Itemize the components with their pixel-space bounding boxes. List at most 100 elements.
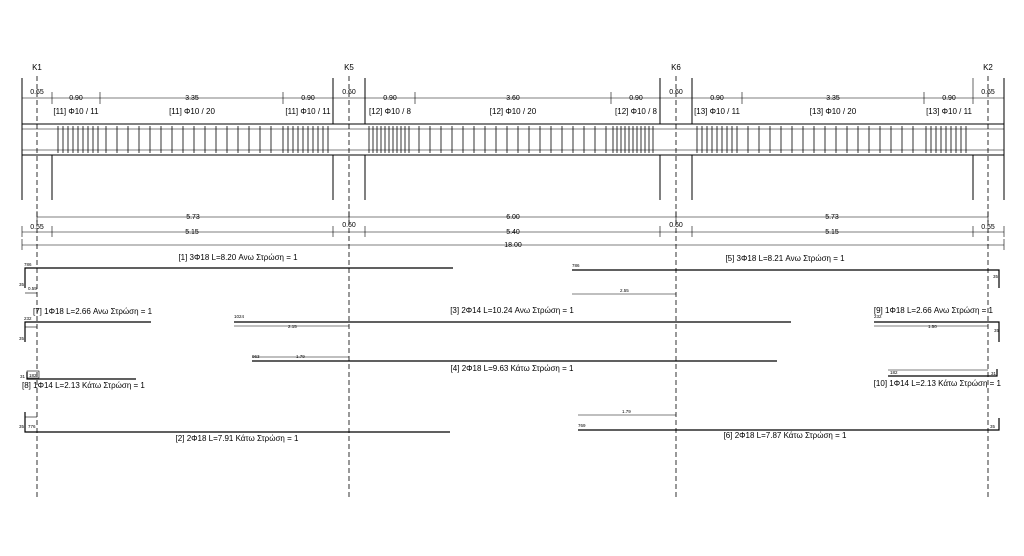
bar-8: 31 182 [8] 1Φ14 L=2.13 Κάτω Στρώση = 1 — [20, 370, 145, 390]
span3-left-zone: 0.90 — [710, 95, 724, 102]
bar-1: 786 35 0.55 [1] 3Φ18 L=8.20 Ανω Στρώση =… — [19, 253, 453, 294]
bar-label: [4] 2Φ18 L=9.63 Κάτω Στρώση = 1 — [451, 364, 574, 373]
bar-4: 963 1.79 [4] 2Φ18 L=9.63 Κάτω Στρώση = 1 — [252, 354, 777, 373]
bar-mark: 769 — [578, 423, 586, 428]
stirrup-label: [11] Φ10 / 20 — [169, 107, 215, 116]
bar-mark: 35 — [993, 274, 999, 279]
bar-schedule: 786 35 0.55 [1] 3Φ18 L=8.20 Ανω Στρώση =… — [19, 253, 1002, 443]
column-label-k6: K6 — [671, 63, 681, 72]
bar-mark: 1024 — [234, 314, 245, 319]
bar-3: 1024 2.15 [3] 2Φ14 L=10.24 Ανω Στρώση = … — [234, 306, 791, 329]
bar-mark: 786 — [572, 263, 580, 268]
bar-mark: 776 — [28, 424, 36, 429]
span1-middle-zone: 3.35 — [185, 95, 199, 102]
column-label-k2: K2 — [983, 63, 993, 72]
bar-shape — [874, 321, 1000, 342]
bar-shape — [24, 412, 450, 433]
stirrup-label: [13] Φ10 / 11 — [926, 107, 972, 116]
bar-10: 182 31 [10] 1Φ14 L=2.13 Κάτω Στρώση = 1 — [874, 369, 1002, 388]
column-label-k5: K5 — [344, 63, 354, 72]
bar-mark: 963 — [252, 354, 260, 359]
bar-label: [9] 1Φ18 L=2.66 Ανω Στρώση = 1 — [874, 306, 994, 315]
column-k5 — [332, 78, 366, 200]
bar-mark: 182 — [890, 370, 898, 375]
support-width-k5: 0.60 — [342, 89, 356, 96]
clear-span-2: 5.40 — [506, 229, 520, 236]
bar-mark: 232 — [24, 316, 32, 321]
bar-shape — [24, 267, 453, 288]
bar-shape — [578, 418, 1000, 431]
clear-support-k5: 0.60 — [342, 222, 356, 229]
span3-middle-zone: 3.35 — [826, 95, 840, 102]
axis-dimension-line: 5.73 6.00 5.73 — [36, 211, 989, 222]
bar-label: [6] 2Φ18 L=7.87 Κάτω Στρώση = 1 — [724, 431, 847, 440]
bar-6: 769 1.79 35 [6] 2Φ18 L=7.87 Κάτω Στρώση … — [578, 409, 1000, 440]
bar-shape — [26, 372, 136, 380]
bar-shape — [572, 269, 1000, 288]
stirrup-label: [11] Φ10 / 11 — [53, 107, 99, 116]
bar-shape — [888, 369, 998, 377]
clear-dimension-line: 0.55 0.60 0.60 0.55 5.15 5.40 5.15 — [21, 222, 1005, 237]
bar-mark: 35 — [19, 336, 25, 341]
bar-label: [8] 1Φ14 L=2.13 Κάτω Στρώση = 1 — [22, 381, 145, 390]
clear-span-1: 5.15 — [185, 229, 199, 236]
support-width-k1: 0.65 — [30, 89, 44, 96]
bar-mark: 1.79 — [622, 409, 631, 414]
bar-mark: 182 — [29, 373, 37, 378]
column-k6 — [659, 78, 693, 200]
beam-outline — [21, 123, 1005, 156]
clear-support-k6: 0.60 — [669, 222, 683, 229]
stirrup-label: [13] Φ10 / 20 — [810, 107, 857, 116]
anchor-box — [26, 370, 40, 379]
bar-mark: 0.55 — [28, 286, 37, 291]
span1-right-zone: 0.90 — [301, 95, 315, 102]
bar-5: 786 35 2.55 [5] 3Φ18 L=8.21 Ανω Στρώση =… — [572, 254, 1000, 295]
span3-right-zone: 0.90 — [942, 95, 956, 102]
bar-mark: 786 — [24, 262, 32, 267]
column-label-k1: K1 — [32, 63, 42, 72]
bar-mark: 232 — [874, 314, 882, 319]
clear-support-k2: 0.55 — [981, 224, 995, 231]
axis-span-3: 5.73 — [825, 214, 839, 221]
bar-mark: 1.79 — [296, 354, 305, 359]
column-labels: K1 K5 K6 K2 — [32, 63, 993, 72]
bar-mark: 1.50 — [928, 324, 937, 329]
span1-left-zone: 0.90 — [69, 95, 83, 102]
bar-mark: 35 — [19, 424, 25, 429]
stirrup-label: [12] Φ10 / 8 — [615, 107, 658, 116]
bar-mark: 2.55 — [620, 288, 629, 293]
bar-9: 232 35 1.50 [9] 1Φ18 L=2.66 Ανω Στρώση =… — [874, 306, 1000, 342]
bar-mark: 35 — [19, 282, 25, 287]
bar-label: [2] 2Φ18 L=7.91 Κάτω Στρώση = 1 — [176, 434, 299, 443]
span2-right-zone: 0.90 — [629, 95, 643, 102]
stirrup-label: [13] Φ10 / 11 — [694, 107, 740, 116]
support-width-k6: 0.60 — [669, 89, 683, 96]
beam-elevation — [21, 78, 1005, 200]
stirrup-label: [11] Φ10 / 11 — [285, 107, 331, 116]
span2-left-zone: 0.90 — [383, 95, 397, 102]
bar-mark: 2.15 — [288, 324, 297, 329]
bar-label: [1] 3Φ18 L=8.20 Ανω Στρώση = 1 — [178, 253, 298, 262]
total-dimension-line: 18.00 — [21, 239, 1005, 250]
total-length: 18.00 — [504, 242, 522, 249]
bar-7: 35 232 [7] 1Φ18 L=2.66 Ανω Στρώση = 1 — [19, 307, 153, 342]
bar-label: [3] 2Φ14 L=10.24 Ανω Στρώση = 1 — [450, 306, 574, 315]
clear-span-3: 5.15 — [825, 229, 839, 236]
stirrup-label: [12] Φ10 / 8 — [369, 107, 412, 116]
span2-middle-zone: 3.60 — [506, 95, 520, 102]
stirrup-label: [12] Φ10 / 20 — [490, 107, 537, 116]
axis-span-2: 6.00 — [506, 214, 520, 221]
clear-support-k1: 0.55 — [30, 224, 44, 231]
bar-mark: 31 — [20, 374, 26, 379]
bar-2: 35 776 [2] 2Φ18 L=7.91 Κάτω Στρώση = 1 — [19, 412, 450, 443]
support-width-k2: 0.65 — [981, 89, 995, 96]
column-axes — [36, 76, 989, 500]
bar-mark: 31 — [991, 371, 997, 376]
column-k2 — [972, 78, 1005, 200]
axis-span-1: 5.73 — [186, 214, 200, 221]
bar-label: [10] 1Φ14 L=2.13 Κάτω Στρώση = 1 — [874, 379, 1002, 388]
bar-label: [5] 3Φ18 L=8.21 Ανω Στρώση = 1 — [725, 254, 845, 263]
bar-shape — [24, 321, 151, 342]
bar-label: [7] 1Φ18 L=2.66 Ανω Στρώση = 1 — [33, 307, 153, 316]
bar-mark: 35 — [994, 328, 1000, 333]
